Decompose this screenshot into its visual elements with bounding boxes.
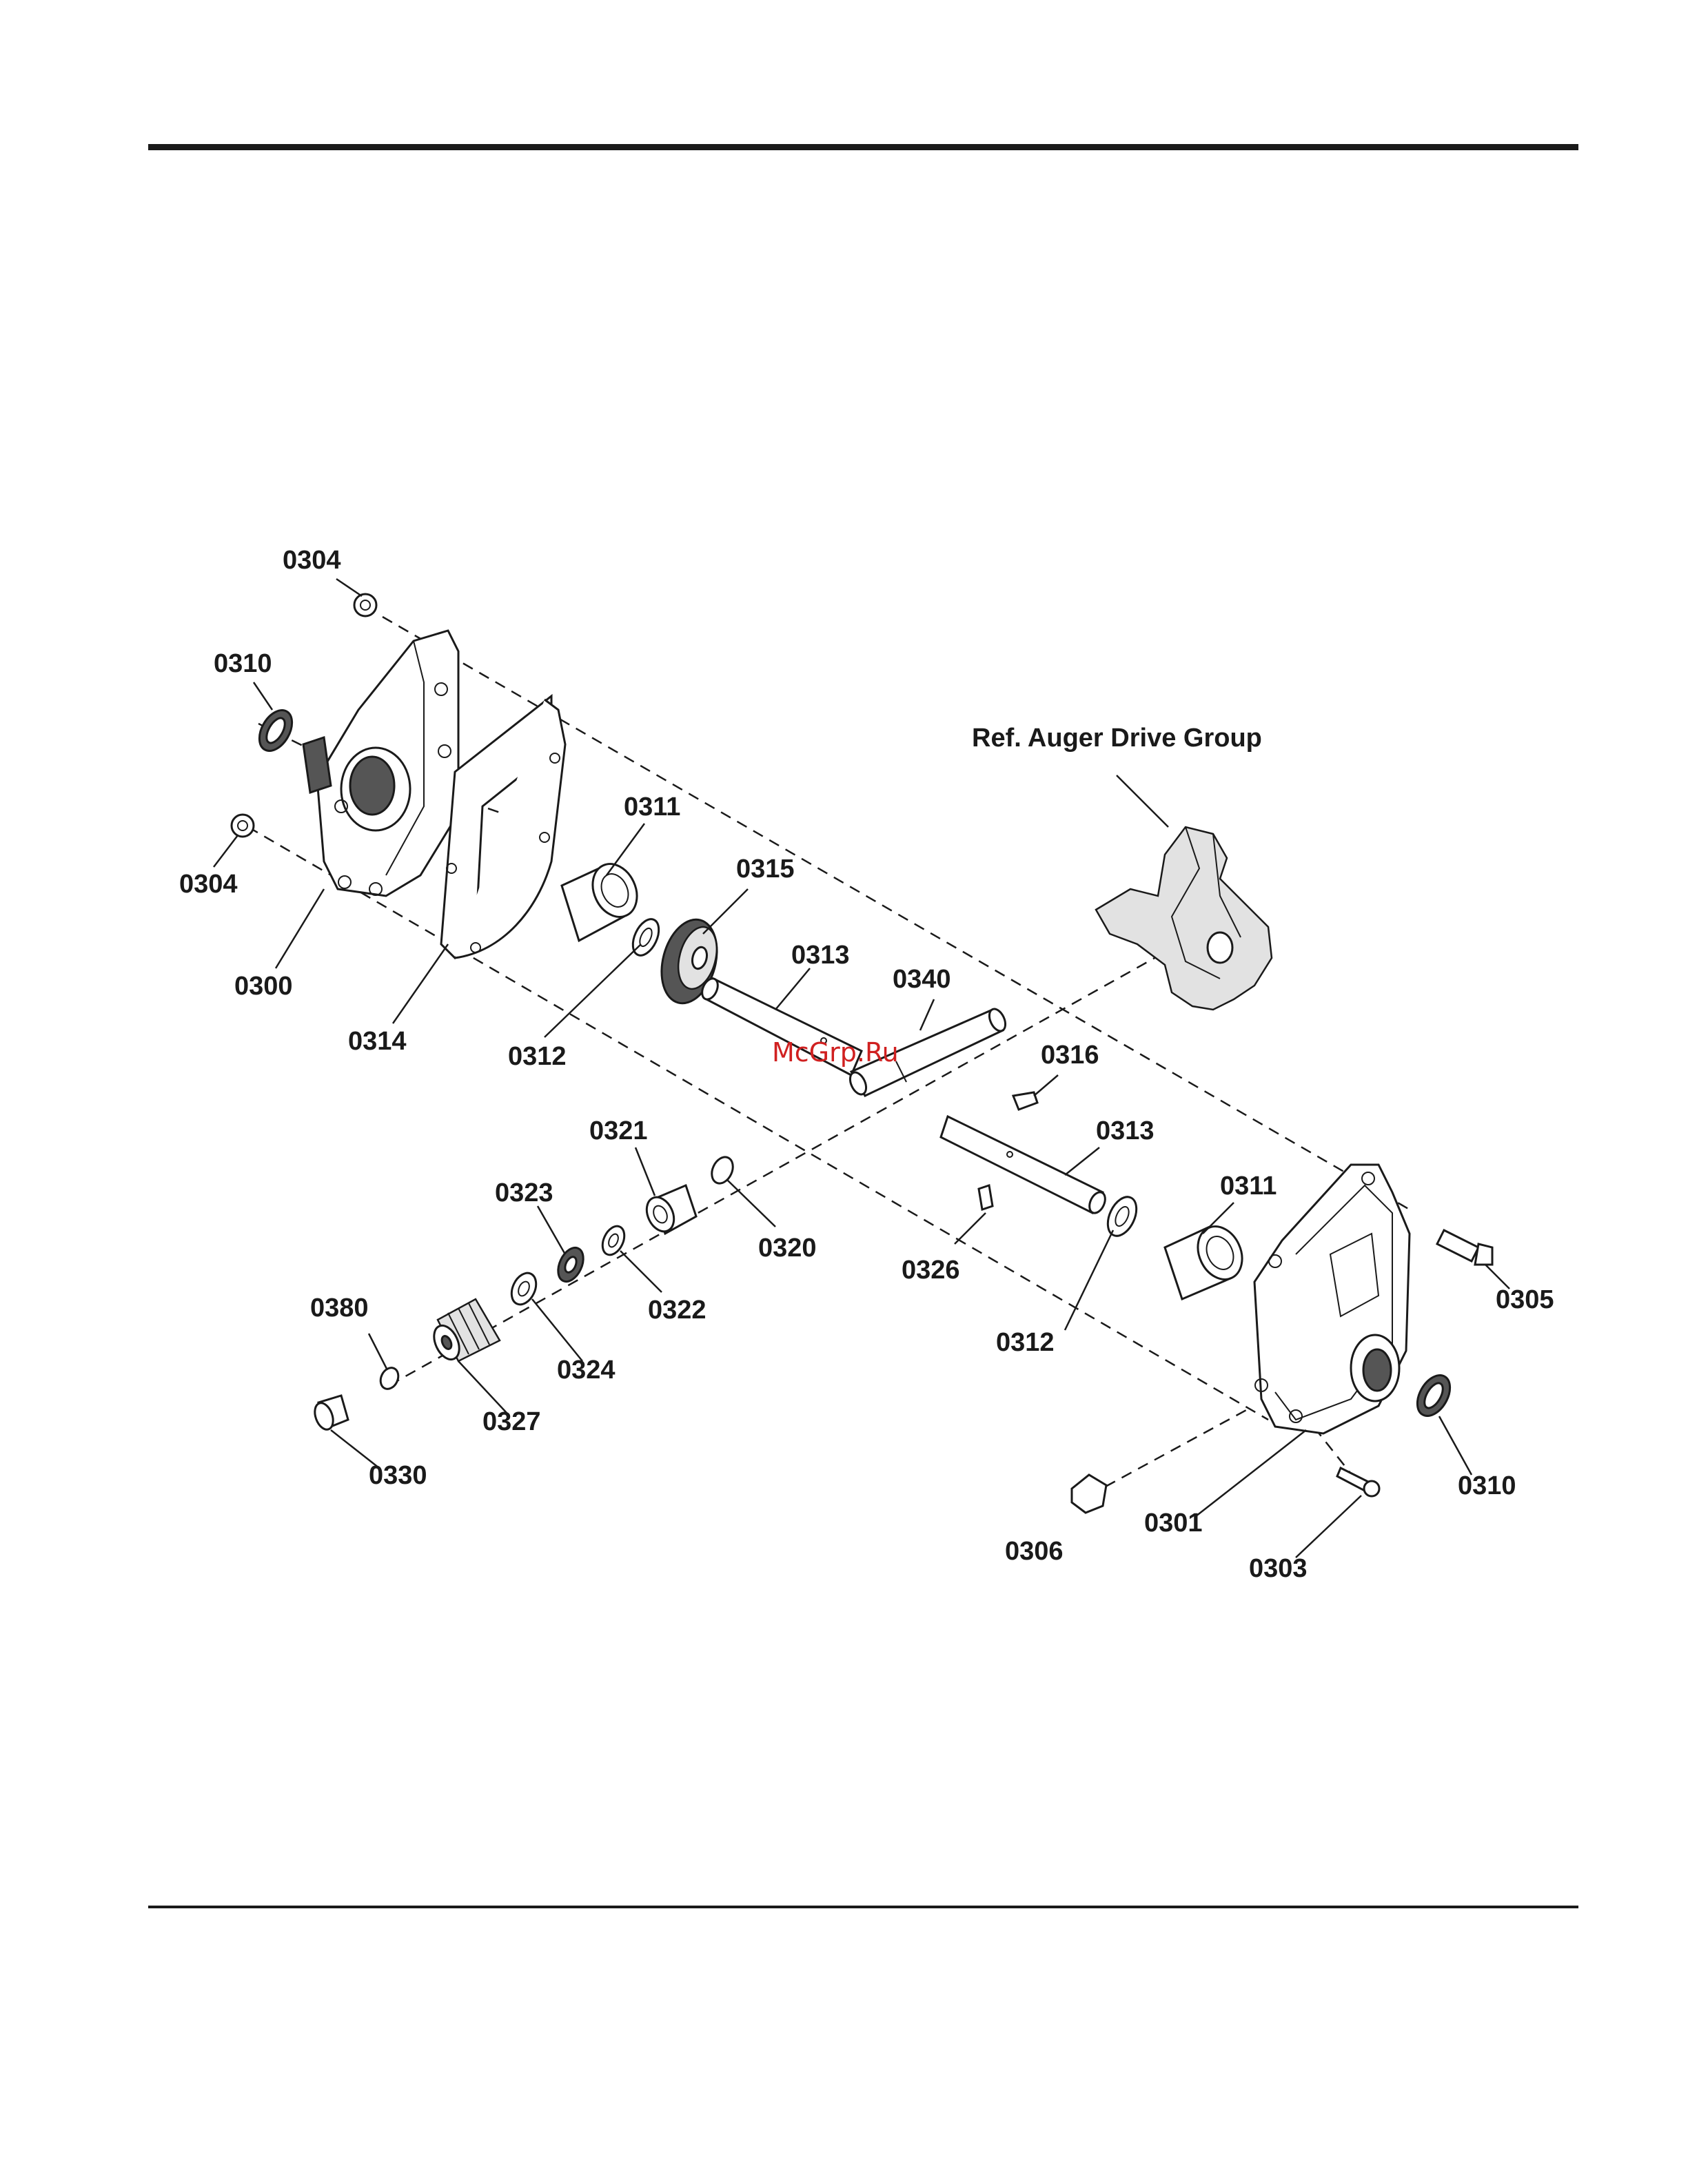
callout-0304-top: 0304 <box>283 546 341 575</box>
callout-0313-left: 0313 <box>791 941 850 970</box>
callout-0330: 0330 <box>369 1461 427 1490</box>
callout-0327: 0327 <box>482 1407 541 1436</box>
bearing-0311-left-part <box>562 857 645 941</box>
seal-0310-right-part <box>1411 1369 1457 1421</box>
washer-0312-right-part <box>1102 1192 1142 1241</box>
callout-0324: 0324 <box>557 1356 616 1385</box>
callout-0340: 0340 <box>893 965 951 994</box>
callout-0312-right: 0312 <box>996 1328 1055 1357</box>
callout-0321: 0321 <box>589 1116 648 1145</box>
callout-0311-left: 0311 <box>624 793 680 821</box>
callout-0304-bottom: 0304 <box>179 870 238 899</box>
callout-0306: 0306 <box>1005 1537 1064 1566</box>
callout-0311-right: 0311 <box>1220 1172 1277 1201</box>
ring-0320-part <box>708 1154 737 1187</box>
callout-0310-right: 0310 <box>1458 1471 1516 1500</box>
reference-label: Ref. Auger Drive Group <box>972 724 1262 753</box>
bearing-0311-right-part <box>1165 1219 1250 1299</box>
cap-0330-part <box>312 1396 348 1432</box>
worm-0327-part <box>429 1299 500 1363</box>
thrust-bearing-0323-part <box>553 1244 589 1286</box>
callout-0305: 0305 <box>1496 1285 1554 1314</box>
callout-0380: 0380 <box>310 1294 369 1323</box>
bottom-rule <box>148 1906 1578 1908</box>
housing-left-part <box>303 631 458 896</box>
seal-0310-left-part <box>253 704 299 756</box>
callout-0316: 0316 <box>1041 1041 1099 1070</box>
shaft-0313-right-part <box>941 1116 1108 1216</box>
housing-right-part <box>1254 1165 1410 1433</box>
gasket-part <box>441 696 565 958</box>
callout-0312-left: 0312 <box>508 1042 567 1071</box>
callout-0303: 0303 <box>1249 1554 1308 1583</box>
callout-0301: 0301 <box>1144 1509 1203 1538</box>
key-0326-part <box>979 1185 993 1210</box>
top-rule <box>148 144 1578 150</box>
callout-0310-left: 0310 <box>214 649 272 678</box>
auger-drive-group-part <box>1096 827 1272 1010</box>
callout-0315: 0315 <box>736 855 795 884</box>
cap-0306-part <box>1072 1475 1106 1513</box>
washer-0322-part <box>598 1223 629 1258</box>
callout-0300: 0300 <box>234 972 293 1001</box>
ring-0380-part <box>377 1365 401 1391</box>
callout-0326: 0326 <box>902 1256 960 1285</box>
bolt-0305-part <box>1437 1230 1492 1265</box>
bushing-0321-part <box>642 1185 696 1236</box>
callout-0320: 0320 <box>758 1234 817 1263</box>
screw-0303-part <box>1337 1468 1379 1496</box>
callout-0322: 0322 <box>648 1296 706 1325</box>
callout-0313-right: 0313 <box>1096 1116 1155 1145</box>
callout-0323: 0323 <box>495 1178 553 1207</box>
callout-0314: 0314 <box>348 1027 407 1056</box>
watermark: McGrp.Ru <box>772 1037 899 1068</box>
nut-0304-top-part <box>354 594 376 616</box>
nut-0304-bottom-part <box>232 815 254 837</box>
